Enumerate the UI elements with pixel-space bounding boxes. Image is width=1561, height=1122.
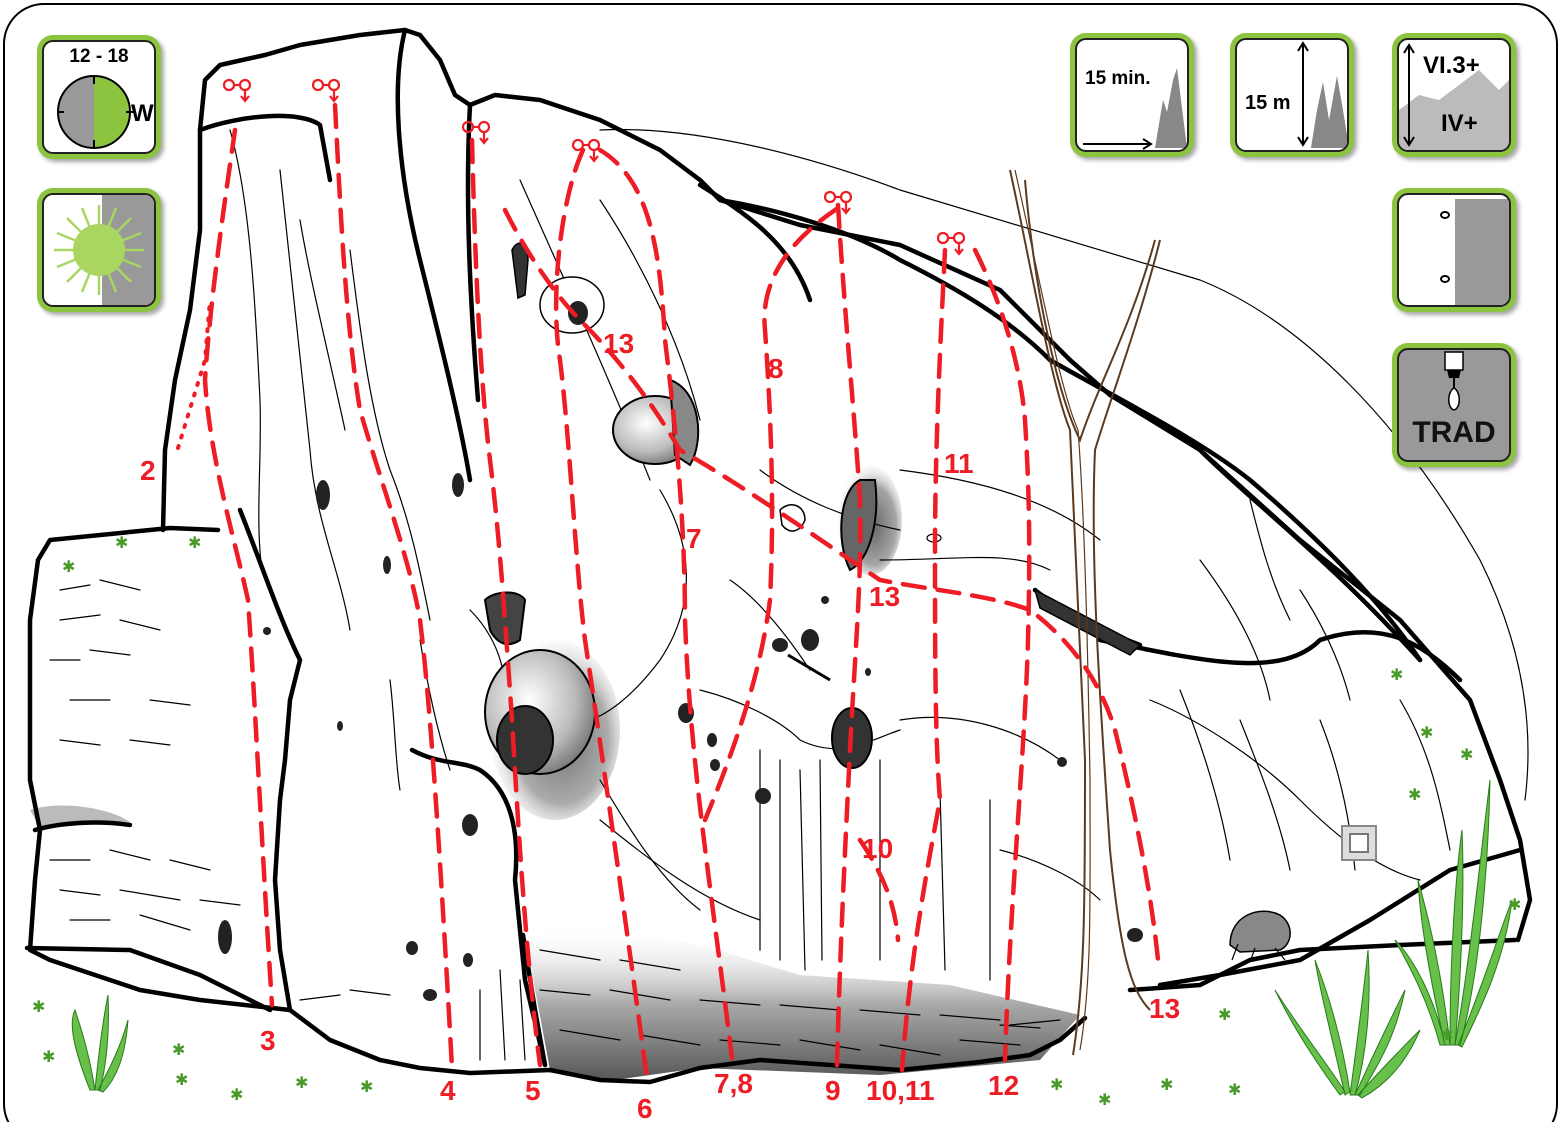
anchor-icon <box>222 78 252 103</box>
style-panel: TRAD <box>1392 343 1516 467</box>
grass-sprigs: ✱ ✱ ✱ ✱ ✱ ✱ ✱ ✱ ✱ ✱ ✱ ✱ ✱ ✱ ✱ ✱ ✱ ✱ ✱ ✱ ✱ <box>32 533 1521 1109</box>
sun-hours: 12 - 18 <box>69 46 129 67</box>
svg-text:✱: ✱ <box>1420 723 1433 742</box>
route-7 <box>597 147 735 1061</box>
approach-panel: 15 min. <box>1070 33 1194 157</box>
anchor-icon <box>823 190 853 215</box>
route-labels: 2 3 4 5 6 7 7,8 8 9 10 10,11 11 12 13 13… <box>140 328 1180 1122</box>
route-label: 11 <box>944 448 974 479</box>
rappel-anchors <box>222 78 966 256</box>
walking-distance-icon <box>1083 68 1187 150</box>
svg-text:✱: ✱ <box>230 1085 243 1104</box>
anchor-icon <box>461 120 491 145</box>
svg-text:✱: ✱ <box>172 1040 185 1059</box>
route-height: 15 m <box>1245 92 1291 114</box>
route-12 <box>972 247 1032 1063</box>
height-panel: 15 m <box>1230 33 1354 157</box>
rock-outline <box>24 27 1533 1085</box>
svg-text:✱: ✱ <box>1390 665 1403 684</box>
svg-text:✱: ✱ <box>188 533 201 552</box>
route-label: 5 <box>525 1075 541 1106</box>
route-label: 13 <box>603 328 634 359</box>
route-10-11 <box>899 247 948 1073</box>
sun-icon <box>54 195 154 305</box>
route-label: 10,11 <box>866 1075 935 1106</box>
tree-trunks <box>1009 169 1161 1056</box>
svg-text:✱: ✱ <box>295 1073 308 1092</box>
svg-text:✱: ✱ <box>1098 1090 1111 1109</box>
svg-text:✱: ✱ <box>1508 895 1521 914</box>
route-label: 9 <box>825 1075 841 1106</box>
rock-skyline <box>599 128 1529 801</box>
svg-text:✱: ✱ <box>175 1070 188 1089</box>
anchor-icon <box>936 231 966 256</box>
grade-min: IV+ <box>1441 110 1478 137</box>
compass-half-icon <box>57 75 136 149</box>
sun-panel <box>37 188 161 312</box>
route-4 <box>332 102 455 1071</box>
route-9 <box>834 202 863 1068</box>
topo-frame <box>3 3 1558 1122</box>
route-label: 4 <box>440 1075 456 1106</box>
anchor-icon <box>571 138 601 163</box>
watermark-logo <box>1341 825 1377 861</box>
route-label: 2 <box>140 455 156 486</box>
route-label: 8 <box>768 353 784 384</box>
small-boulder <box>1229 910 1291 963</box>
route-label: 13 <box>1149 993 1180 1024</box>
svg-text:✱: ✱ <box>115 533 128 552</box>
aspect-letter: W <box>131 100 154 127</box>
climbing-style: TRAD <box>1412 416 1496 449</box>
svg-text:✱: ✱ <box>62 557 75 576</box>
route-label: 10 <box>862 833 893 864</box>
svg-text:✱: ✱ <box>1160 1075 1173 1094</box>
route-6 <box>553 147 650 1081</box>
grade-panel: VI.3+ IV+ <box>1392 33 1516 157</box>
rock-height-icon <box>1297 41 1347 148</box>
route-label: 7,8 <box>714 1068 753 1099</box>
anchor-icon <box>311 78 341 103</box>
route-label: 13 <box>869 581 900 612</box>
bolt-protection-icon <box>1440 199 1509 305</box>
svg-text:✱: ✱ <box>1440 1025 1453 1044</box>
approach-time: 15 min. <box>1085 68 1151 89</box>
rock-shading <box>30 465 1080 1082</box>
rock-texture <box>49 129 1451 1061</box>
svg-text:✱: ✱ <box>360 1077 373 1096</box>
route-label: 6 <box>637 1093 653 1122</box>
grade-range-icon <box>1399 43 1509 150</box>
route-10 <box>857 837 901 943</box>
protection-panel <box>1392 188 1516 312</box>
svg-text:✱: ✱ <box>1218 1005 1231 1024</box>
orientation-panel: 12 - 18 W <box>37 35 161 159</box>
grass-tufts <box>71 779 1513 1099</box>
svg-text:✱: ✱ <box>1408 785 1421 804</box>
route-13 <box>502 207 1161 963</box>
trad-gear-icon <box>1444 351 1464 411</box>
route-label: 3 <box>260 1025 276 1056</box>
route-label: 7 <box>686 523 702 554</box>
svg-text:✱: ✱ <box>32 997 45 1016</box>
grade-max: VI.3+ <box>1423 52 1480 79</box>
route-label: 12 <box>988 1070 1019 1101</box>
route-8 <box>702 205 841 823</box>
svg-text:✱: ✱ <box>1050 1075 1063 1094</box>
svg-text:✱: ✱ <box>1460 745 1473 764</box>
svg-text:✱: ✱ <box>42 1047 55 1066</box>
climbing-routes <box>176 102 1161 1081</box>
route-3 <box>202 127 275 1008</box>
svg-text:✱: ✱ <box>1228 1080 1241 1099</box>
route-5 <box>469 137 543 1068</box>
